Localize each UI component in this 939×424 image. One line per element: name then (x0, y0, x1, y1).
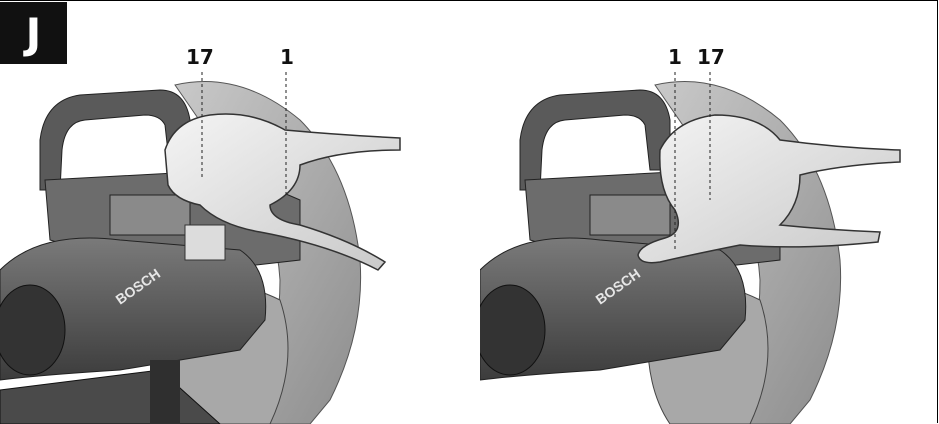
callout-1-left: 1 (280, 45, 294, 69)
callout-17-right: 17 (697, 45, 725, 69)
carry-handle (519, 89, 671, 191)
motor-housing (0, 237, 267, 381)
operator-hand (637, 114, 901, 264)
operator-hand (164, 113, 401, 271)
right-saw-illustration: BOSCH (480, 72, 901, 424)
figure-letter-badge: J (0, 2, 67, 64)
release-lever (589, 194, 671, 236)
left-saw-illustration: BOSCH (0, 72, 401, 424)
motor-housing (480, 237, 747, 381)
callout-17-left: 17 (186, 45, 214, 69)
release-lever (109, 194, 191, 236)
callout-1-right: 1 (668, 45, 682, 69)
